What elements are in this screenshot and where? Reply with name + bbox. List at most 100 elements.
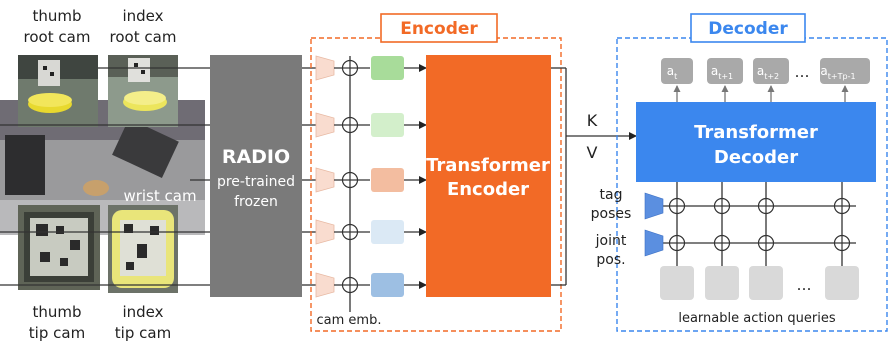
queries-ellipsis: … xyxy=(797,276,812,294)
output-token-at: at xyxy=(661,58,693,84)
encoder-add-nodes xyxy=(341,59,359,294)
output-base: a xyxy=(820,64,827,78)
query-box xyxy=(749,266,783,300)
plus-node xyxy=(341,276,359,294)
index-tip-label-1: index xyxy=(122,303,163,321)
decoder-outputs: at at+1 at+2 … at+Tp-1 xyxy=(661,58,870,84)
radio-output-lines xyxy=(302,67,316,286)
embedding-box xyxy=(371,113,404,137)
plus-node xyxy=(713,234,731,252)
query-box xyxy=(705,266,739,300)
projection-trapezoid xyxy=(315,219,335,245)
output-sub: t+1 xyxy=(718,72,733,81)
svg-text:at+Tp-1: at+Tp-1 xyxy=(820,64,855,81)
index-tip-label-2: tip cam xyxy=(115,324,171,342)
v-label: V xyxy=(587,143,598,162)
transformer-encoder-block xyxy=(426,55,551,297)
output-sub: t xyxy=(674,72,677,81)
output-sub: t+2 xyxy=(764,72,779,81)
projection-trapezoids xyxy=(315,55,335,298)
joint-pos-label-2: pos. xyxy=(596,252,625,268)
queries-caption: learnable action queries xyxy=(678,311,835,326)
radio-title: RADIO xyxy=(222,146,290,168)
output-base: a xyxy=(711,64,718,78)
encoder-output-lines xyxy=(551,67,637,286)
radio-block: RADIO pre-trained frozen xyxy=(210,55,302,297)
condition-projections xyxy=(644,192,664,257)
condition-lines xyxy=(662,205,856,244)
camera-labels: thumb root cam index root cam wrist cam … xyxy=(24,7,197,342)
index-root-label-2: root cam xyxy=(110,28,177,46)
decoder-section: Decoder at at+1 at+2 … at+Tp-1 xyxy=(591,13,888,332)
decoder-dashed-frame xyxy=(616,37,888,332)
projection-trapezoid xyxy=(315,55,335,81)
decoder-output-arrows xyxy=(673,85,849,102)
index-root-label-1: index xyxy=(122,7,163,25)
query-box xyxy=(660,266,694,300)
output-base: a xyxy=(757,64,764,78)
svg-text:at: at xyxy=(667,64,678,81)
output-ellipsis: … xyxy=(795,63,810,81)
tag-poses-label-1: tag xyxy=(600,187,623,203)
svg-text:at+2: at+2 xyxy=(757,64,779,81)
joint-pos-projection xyxy=(644,229,664,257)
output-sub: t+Tp-1 xyxy=(828,72,856,81)
svg-text:at+1: at+1 xyxy=(711,64,733,81)
index-root-cam-image xyxy=(108,55,178,127)
camera-to-radio-lines xyxy=(0,67,210,286)
projection-trapezoid xyxy=(315,167,335,193)
encoder-section: Encoder xyxy=(310,13,562,332)
embedding-boxes xyxy=(371,56,404,297)
plus-node xyxy=(341,223,359,241)
plus-node xyxy=(341,116,359,134)
index-tip-cam-image xyxy=(108,205,178,293)
embedding-box xyxy=(371,220,404,244)
thumb-tip-label-2: tip cam xyxy=(29,324,85,342)
output-base: a xyxy=(667,64,674,78)
camera-photos xyxy=(0,55,205,293)
decoder-header-box xyxy=(690,13,806,43)
embedding-box xyxy=(371,273,404,297)
cam-emb-label: cam emb. xyxy=(317,313,382,328)
thumb-root-label-2: root cam xyxy=(24,28,91,46)
tag-pose-projection xyxy=(644,192,664,220)
encoder-block-line-2: Encoder xyxy=(447,179,529,200)
plus-node xyxy=(757,234,775,252)
tag-poses-label-2: poses xyxy=(591,206,632,222)
radio-subtitle-2: frozen xyxy=(234,194,278,210)
plus-node xyxy=(713,197,731,215)
encoder-header: Encoder xyxy=(400,19,478,39)
embedding-box xyxy=(371,56,404,80)
plus-node xyxy=(833,197,851,215)
thumb-tip-label-1: thumb xyxy=(32,303,81,321)
plus-node xyxy=(668,234,686,252)
embedding-box xyxy=(371,168,404,192)
plus-node xyxy=(341,59,359,77)
transformer-decoder-block xyxy=(636,102,876,182)
decoder-block-line-2: Decoder xyxy=(714,147,798,168)
query-columns xyxy=(676,182,843,266)
learnable-queries xyxy=(660,266,859,300)
joint-pos-label-1: joint xyxy=(595,233,627,249)
k-label: K xyxy=(587,111,598,130)
radio-subtitle-1: pre-trained xyxy=(217,174,295,190)
plus-node xyxy=(341,171,359,189)
output-token-at2: at+2 xyxy=(753,58,789,84)
projection-trapezoid xyxy=(315,272,335,298)
thumb-root-cam-image xyxy=(18,55,98,127)
wrist-cam-label: wrist cam xyxy=(123,187,196,205)
projection-trapezoid xyxy=(315,112,335,138)
plus-node xyxy=(833,234,851,252)
plus-node xyxy=(757,197,775,215)
thumb-tip-cam-image xyxy=(18,205,100,290)
encoder-header-box xyxy=(380,13,498,43)
decoder-header: Decoder xyxy=(708,19,788,39)
query-box xyxy=(825,266,859,300)
decoder-add-nodes xyxy=(668,197,851,252)
plus-node xyxy=(668,197,686,215)
decoder-block-line-1: Transformer xyxy=(694,122,818,143)
output-token-atTp: at+Tp-1 xyxy=(820,58,870,84)
thumb-root-label-1: thumb xyxy=(32,7,81,25)
encoder-block-line-1: Transformer xyxy=(426,155,550,176)
